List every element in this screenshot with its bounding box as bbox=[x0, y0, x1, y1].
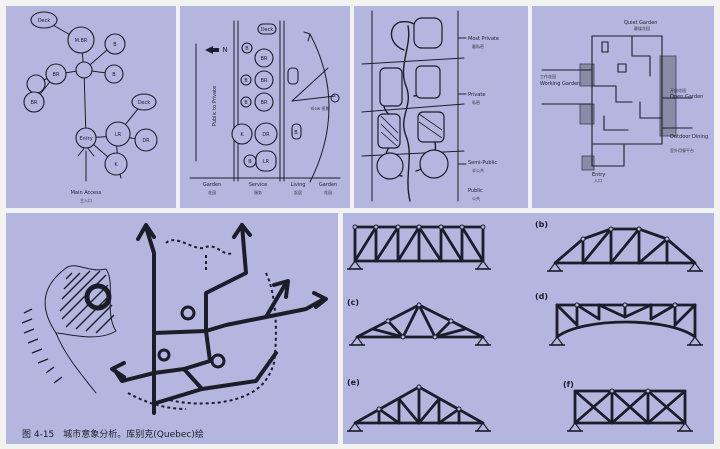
zone-label-br-1: BR bbox=[261, 56, 268, 62]
bubble-label-mbr: M.BR bbox=[75, 38, 88, 44]
zone-private: Private bbox=[468, 92, 485, 98]
zone-private-cn: 私密 bbox=[472, 99, 480, 105]
bubble-label-br-2: BR bbox=[31, 100, 38, 106]
zone-label-k: K bbox=[240, 132, 244, 138]
bubble-label-b-2: B bbox=[112, 72, 116, 78]
bubble-label-k: K bbox=[114, 162, 118, 168]
urban-analysis-panel: 图 4-15 城市意象分析。库别克(Quebec)绘 bbox=[6, 213, 338, 444]
zoning-diagram-panel: N Deck B BR BR B B BR K DR LR B B Public… bbox=[180, 6, 350, 208]
truss-label-c: (c) bbox=[347, 298, 359, 307]
quiet-garden-label: Quiet Garden bbox=[624, 20, 657, 26]
zone-service: Service bbox=[249, 182, 267, 188]
zone-semi-public: Semi-Public bbox=[468, 160, 497, 166]
zone-public-cn: 公共 bbox=[472, 195, 480, 201]
open-garden-label: Open Garden bbox=[670, 94, 703, 100]
zoning-diagram: N Deck B BR BR B B BR K DR LR B B Public… bbox=[189, 20, 341, 195]
view-label: View 视景 bbox=[311, 105, 330, 111]
zone-label-b-5: B bbox=[294, 130, 298, 136]
entry-cn: 入口 bbox=[594, 178, 602, 183]
truss-c bbox=[355, 303, 485, 339]
outdoor-dining-label: Outdoor Dining bbox=[670, 134, 708, 140]
zone-most-private-cn: 最私密 bbox=[472, 43, 484, 49]
bubble-label-dr: DR bbox=[142, 138, 150, 144]
truss-b bbox=[553, 227, 697, 265]
figure-caption: 图 4-15 城市意象分析。库别克(Quebec)绘 bbox=[22, 428, 204, 440]
truss-label-e: (e) bbox=[347, 378, 360, 387]
truss-d bbox=[555, 303, 697, 339]
circulation-diagram-panel: Most Private 最私密 Private 私密 Semi-Public … bbox=[354, 6, 528, 208]
zone-label-br-2: BR bbox=[261, 78, 268, 84]
zone-label-dr: DR bbox=[262, 132, 270, 138]
zone-label-b-1: B bbox=[245, 46, 249, 52]
north-arrow-label: N bbox=[222, 46, 227, 54]
bubble-label-lr: LR bbox=[115, 132, 122, 138]
zone-label-br-3: BR bbox=[261, 100, 268, 106]
bubble-diagram: Deck M.BR B B BR BR Deck Entry LR DR K M… bbox=[23, 11, 158, 203]
zone-service-cn: 服务 bbox=[254, 189, 262, 195]
zone-label-lr: LR bbox=[263, 159, 270, 165]
site-plan-panel: Quiet Garden 静谧花园 工作花园 Working Garden 开放… bbox=[532, 6, 714, 208]
zone-garden-2-cn: 花园 bbox=[324, 189, 332, 195]
bubble-label-b-1: B bbox=[113, 42, 117, 48]
bubble-label-entry: Entry bbox=[79, 136, 92, 142]
bubble-diagram-panel: Deck M.BR B B BR BR Deck Entry LR DR K M… bbox=[6, 6, 176, 208]
zone-living-cn: 起居 bbox=[294, 189, 302, 195]
zone-public: Public bbox=[468, 188, 483, 194]
entry-label: Entry bbox=[592, 172, 605, 178]
truss-e bbox=[353, 385, 485, 425]
zone-garden-1-cn: 花园 bbox=[208, 189, 216, 195]
working-garden-label: Working Garden bbox=[540, 81, 580, 87]
bubble-label-deck-2: Deck bbox=[138, 100, 151, 106]
truss-label-d: (d) bbox=[535, 292, 548, 301]
truss-label-f: (f) bbox=[563, 380, 574, 389]
truss-f bbox=[573, 389, 687, 425]
zone-garden-1: Garden bbox=[203, 182, 221, 188]
zone-label-deck: Deck bbox=[261, 27, 274, 33]
bubble-label-deck-1: Deck bbox=[38, 18, 51, 24]
zone-living: Living bbox=[291, 182, 306, 188]
zone-most-private: Most Private bbox=[468, 36, 499, 42]
circulation-diagram: Most Private 最私密 Private 私密 Semi-Public … bbox=[361, 10, 499, 202]
zone-semi-public-cn: 半公共 bbox=[472, 167, 484, 173]
truss-diagrams: (b) (c) (d) bbox=[346, 220, 704, 432]
truss-a bbox=[353, 225, 485, 263]
zone-label-b-2: B bbox=[244, 78, 248, 84]
main-access-label: Main Access bbox=[71, 190, 102, 196]
zone-label-b-4: B bbox=[248, 159, 252, 165]
site-plan: Quiet Garden 静谧花园 工作花园 Working Garden 开放… bbox=[540, 20, 708, 183]
public-private-axis-label: Public to Private bbox=[212, 86, 218, 126]
bubble-label-br-1: BR bbox=[53, 72, 60, 78]
truss-diagrams-panel: (b) (c) (d) bbox=[343, 213, 714, 444]
main-access-cn: 主入口 bbox=[80, 197, 92, 203]
zone-label-b-3: B bbox=[244, 100, 248, 106]
open-garden-cn: 开放花园 bbox=[670, 87, 686, 93]
zone-garden-2: Garden bbox=[319, 182, 337, 188]
truss-label-b: (b) bbox=[535, 220, 548, 229]
working-garden-cn: 工作花园 bbox=[540, 73, 556, 79]
quiet-garden-cn: 静谧花园 bbox=[634, 25, 650, 31]
outdoor-dining-cn: 室外用餐平台 bbox=[670, 147, 694, 153]
urban-analysis-sketch: 图 4-15 城市意象分析。库别克(Quebec)绘 bbox=[21, 223, 328, 440]
